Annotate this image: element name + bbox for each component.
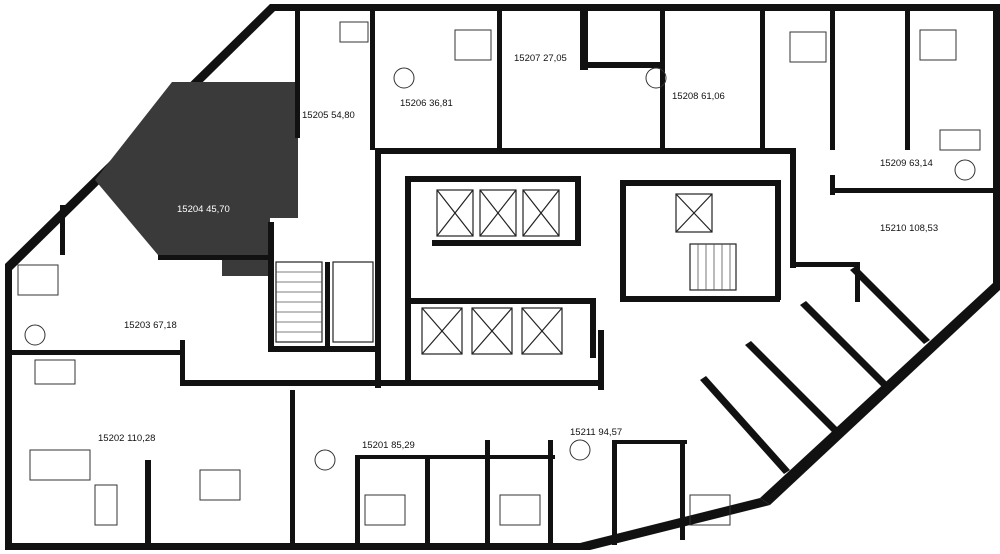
unit-label-15201[interactable]: 15201 85,29 (362, 440, 415, 451)
unit-label-15202[interactable]: 15202 110,28 (98, 433, 155, 444)
svg-text:15205 54,80: 15205 54,80 (302, 110, 355, 121)
exterior-walls (5, 4, 1000, 550)
unit-label-15203[interactable]: 15203 67,18 (124, 320, 177, 331)
stair-core-west (268, 222, 378, 352)
stair-core-east (620, 180, 781, 302)
svg-text:15207 27,05: 15207 27,05 (514, 53, 567, 64)
svg-text:15202 110,28: 15202 110,28 (98, 433, 155, 444)
unit-label-15210[interactable]: 15210 108,53 (880, 223, 938, 234)
svg-text:15204 45,70: 15204 45,70 (177, 204, 230, 215)
unit-label-15207[interactable]: 15207 27,05 (514, 53, 567, 64)
svg-text:15211 94,57: 15211 94,57 (570, 427, 622, 438)
unit-label-15204[interactable]: 15204 45,70 (177, 204, 230, 215)
svg-text:15201 85,29: 15201 85,29 (362, 440, 415, 451)
svg-text:15209 63,14: 15209 63,14 (880, 158, 933, 169)
svg-text:15210 108,53: 15210 108,53 (880, 223, 938, 234)
svg-text:15206 36,81: 15206 36,81 (400, 98, 453, 109)
svg-text:15203 67,18: 15203 67,18 (124, 320, 177, 331)
interior-walls (10, 10, 995, 545)
unit-label-15205[interactable]: 15205 54,80 (302, 110, 355, 121)
unit-label-15208[interactable]: 15208 61,06 (672, 91, 725, 102)
elevator-bank-south (405, 292, 596, 380)
elevator-bank-north (405, 176, 581, 296)
unit-15204[interactable] (95, 82, 298, 276)
furniture (17, 21, 981, 526)
unit-labels: 15201 85,29 15202 110,28 15203 67,18 152… (98, 53, 938, 451)
svg-text:15208 61,06: 15208 61,06 (672, 91, 725, 102)
unit-label-15209[interactable]: 15209 63,14 (880, 158, 933, 169)
unit-label-15206[interactable]: 15206 36,81 (400, 98, 453, 109)
unit-label-15211[interactable]: 15211 94,57 (570, 427, 622, 438)
